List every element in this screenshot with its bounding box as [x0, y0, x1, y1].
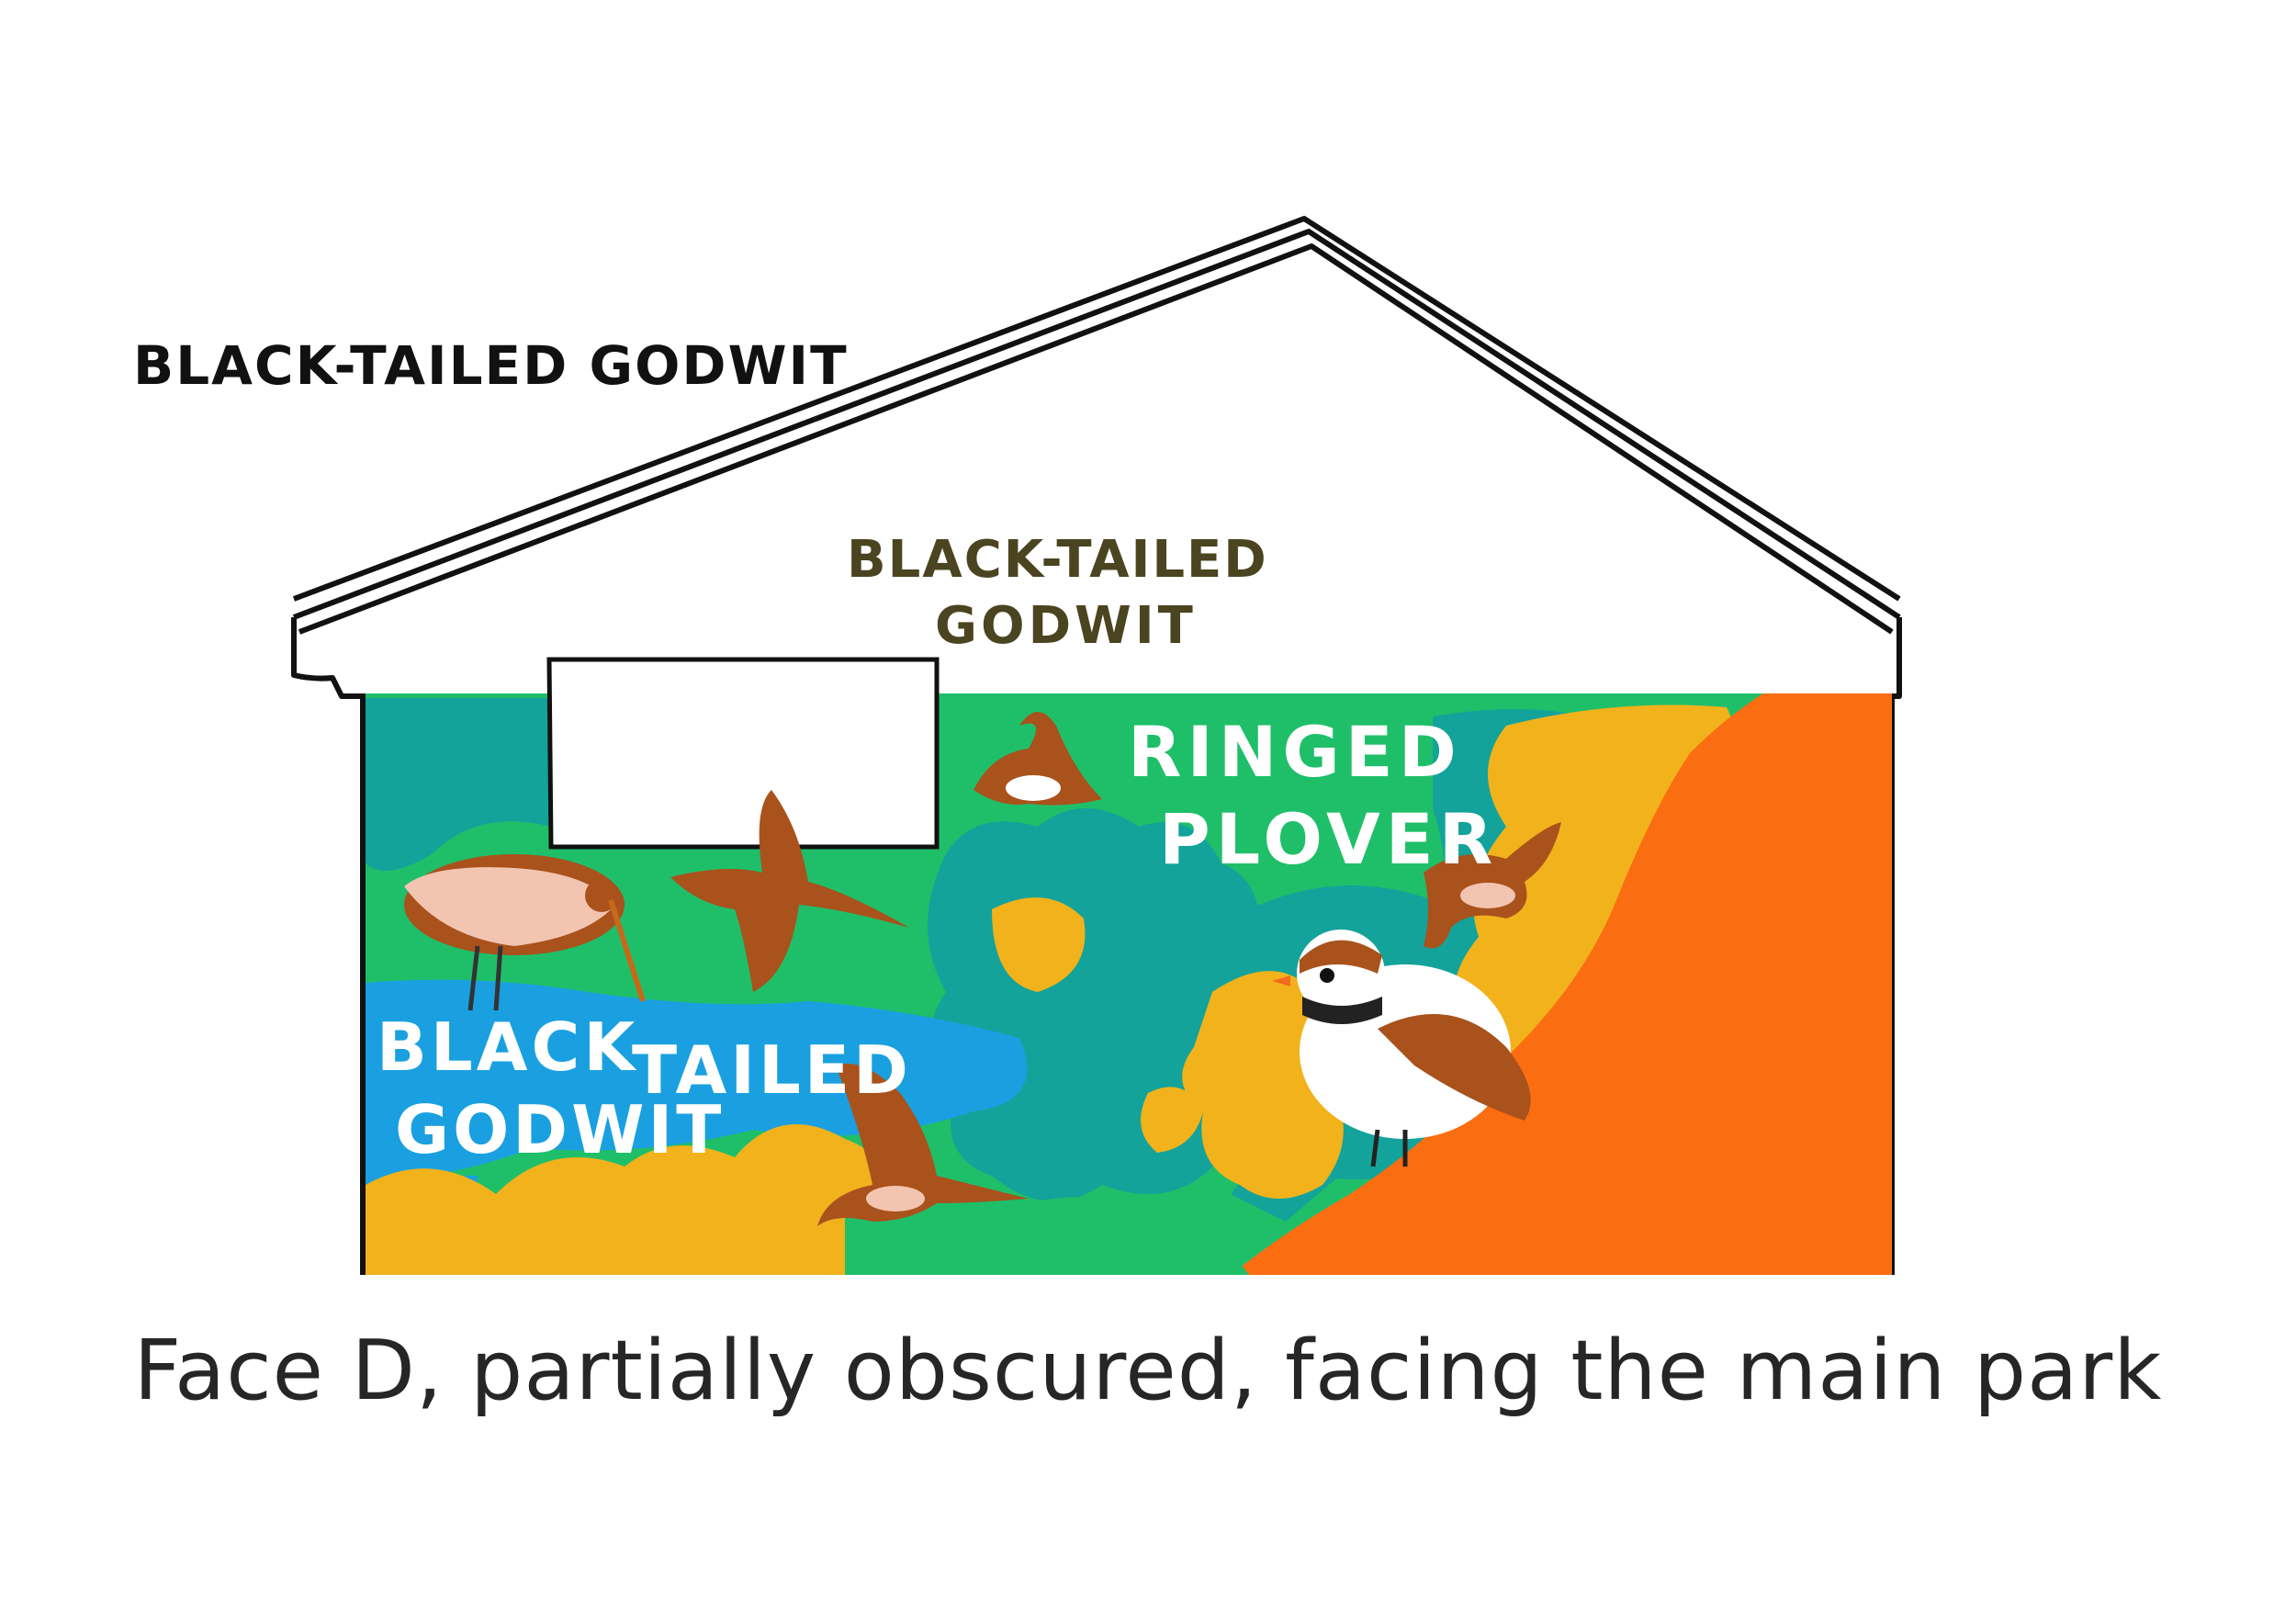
building-roof: [291, 216, 1902, 1275]
gable-godwit-label-line1: BLACK-TAILED: [847, 530, 1268, 590]
mural-godwit-label-line3: GODWIT: [395, 1091, 725, 1168]
godwit-flying-silhouette: [670, 790, 909, 992]
ringed-plover-label-line2: PLOVER: [1159, 798, 1498, 880]
window-opening: [546, 657, 940, 850]
page-caption: Face D, partially obscured, facing the m…: [133, 1323, 2163, 1419]
mural-godwit-label-line2: TAILED: [632, 1031, 912, 1109]
gable-godwit-label-line2: GODWIT: [935, 596, 1197, 656]
godwit-standing: [404, 854, 646, 1011]
godwit-flying-lower: [817, 1064, 1029, 1226]
mural-godwit-label-line1: BLACK: [377, 1009, 638, 1086]
outside-godwit-label: BLACK-TAILED GODWIT: [133, 334, 849, 397]
labels: BLACK-TAILED GODWIT BLACK-TAILED GODWIT …: [133, 334, 1498, 1168]
ringed-plover-standing: [1272, 930, 1531, 1167]
ringed-plover-flying-small: [974, 712, 1102, 806]
ringed-plover-flying-right: [1424, 822, 1561, 949]
ringed-plover-label-line1: RINGED: [1128, 711, 1462, 793]
